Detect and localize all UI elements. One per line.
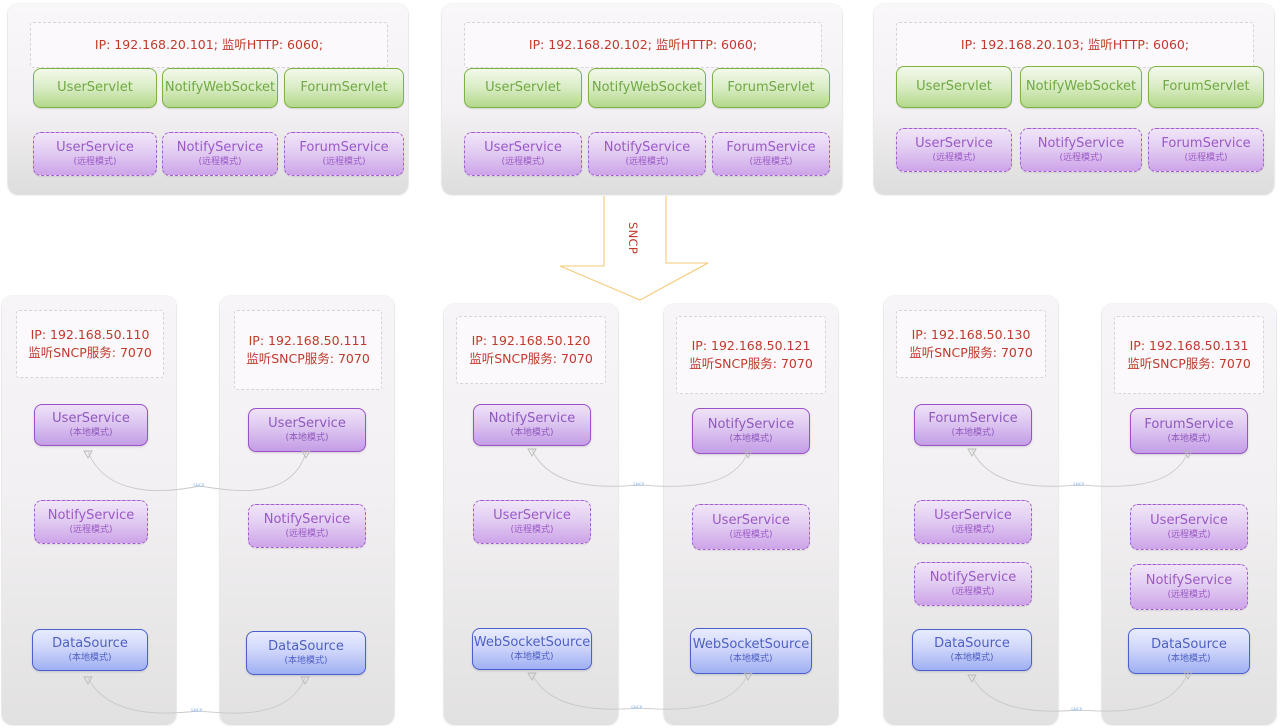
- web-node-3-service-0[interactable]: UserService (远程模式): [896, 128, 1012, 172]
- service-node-121-box-0[interactable]: NotifyService (本地模式): [692, 408, 810, 454]
- service-node-panel-131: IP: 192.168.50.131 监听SNCP服务: 7070 ForumS…: [1102, 304, 1276, 724]
- service-node-130-box-3[interactable]: DataSource (本地模式): [912, 629, 1032, 671]
- service-node-120-box-1[interactable]: UserService (远程模式): [473, 500, 591, 544]
- service-node-panel-111: IP: 192.168.50.111 监听SNCP服务: 7070 UserSe…: [220, 296, 394, 724]
- service-node-131-header: IP: 192.168.50.131 监听SNCP服务: 7070: [1114, 316, 1264, 394]
- link-label-user: SNCP: [193, 483, 205, 488]
- service-node-110-box-0[interactable]: UserService (本地模式): [34, 404, 148, 446]
- service-node-panel-121: IP: 192.168.50.121 监听SNCP服务: 7070 Notify…: [664, 304, 838, 724]
- service-node-120-box-2[interactable]: WebSocketSource (本地模式): [472, 628, 592, 670]
- web-node-1-servlet-0[interactable]: UserServlet: [33, 68, 157, 108]
- service-node-111-header: IP: 192.168.50.111 监听SNCP服务: 7070: [234, 310, 382, 390]
- service-node-131-box-3[interactable]: DataSource (本地模式): [1128, 628, 1250, 674]
- service-node-panel-130: IP: 192.168.50.130 监听SNCP服务: 7070 ForumS…: [884, 296, 1058, 724]
- link-label-ws: SNCP: [631, 705, 643, 710]
- service-node-110-header: IP: 192.168.50.110 监听SNCP服务: 7070: [16, 310, 164, 378]
- web-node-panel-1: IP: 192.168.20.101; 监听HTTP: 6060; UserSe…: [8, 4, 408, 194]
- web-node-1-service-1[interactable]: NotifyService (远程模式): [162, 132, 278, 176]
- web-node-2-service-2[interactable]: ForumService (远程模式): [712, 132, 830, 176]
- web-node-3-service-1[interactable]: NotifyService (远程模式): [1020, 128, 1142, 172]
- sncp-protocol-label: SNCP: [626, 222, 640, 255]
- web-node-panel-2: IP: 192.168.20.102; 监听HTTP: 6060; UserSe…: [442, 4, 842, 194]
- web-node-1-service-2[interactable]: ForumService (远程模式): [284, 132, 404, 176]
- web-node-1-service-0[interactable]: UserService (远程模式): [33, 132, 157, 176]
- web-node-2-servlet-2[interactable]: ForumServlet: [712, 68, 830, 108]
- web-node-3-header: IP: 192.168.20.103; 监听HTTP: 6060;: [896, 22, 1254, 68]
- web-node-2-service-1[interactable]: NotifyService (远程模式): [588, 132, 706, 176]
- web-node-2-header: IP: 192.168.20.102; 监听HTTP: 6060;: [464, 22, 822, 68]
- service-node-131-box-2[interactable]: NotifyService (远程模式): [1130, 564, 1248, 610]
- service-node-121-box-1[interactable]: UserService (远程模式): [692, 504, 810, 550]
- service-node-111-box-0[interactable]: UserService (本地模式): [248, 408, 366, 452]
- link-label-notify: SNCP: [633, 482, 645, 487]
- web-node-1-header: IP: 192.168.20.101; 监听HTTP: 6060;: [30, 22, 388, 68]
- service-node-120-header: IP: 192.168.50.120 监听SNCP服务: 7070: [456, 316, 606, 384]
- web-node-panel-3: IP: 192.168.20.103; 监听HTTP: 6060; UserSe…: [874, 4, 1274, 194]
- service-node-131-box-0[interactable]: ForumService (本地模式): [1130, 408, 1248, 454]
- service-node-120-box-0[interactable]: NotifyService (本地模式): [473, 404, 591, 446]
- web-node-3-servlet-2[interactable]: ForumServlet: [1148, 66, 1264, 108]
- web-node-1-servlet-1[interactable]: NotifyWebSocket: [162, 68, 278, 108]
- service-node-121-box-2[interactable]: WebSocketSource (本地模式): [690, 628, 812, 674]
- web-node-2-service-0[interactable]: UserService (远程模式): [464, 132, 582, 176]
- service-node-110-box-1[interactable]: NotifyService (远程模式): [34, 500, 148, 544]
- web-node-1-servlet-2[interactable]: ForumServlet: [284, 68, 404, 108]
- link-label-ds-1: SNCP: [191, 708, 203, 713]
- service-node-130-box-0[interactable]: ForumService (本地模式): [914, 404, 1032, 446]
- web-node-3-servlet-1[interactable]: NotifyWebSocket: [1020, 66, 1142, 108]
- service-node-131-box-1[interactable]: UserService (远程模式): [1130, 504, 1248, 550]
- web-node-2-servlet-1[interactable]: NotifyWebSocket: [588, 68, 706, 108]
- service-node-130-box-2[interactable]: NotifyService (远程模式): [914, 562, 1032, 606]
- service-node-130-box-1[interactable]: UserService (远程模式): [914, 500, 1032, 544]
- service-node-130-header: IP: 192.168.50.130 监听SNCP服务: 7070: [896, 310, 1046, 378]
- web-node-2-servlet-0[interactable]: UserServlet: [464, 68, 582, 108]
- service-node-110-box-2[interactable]: DataSource (本地模式): [32, 629, 148, 671]
- service-node-111-box-1[interactable]: NotifyService (远程模式): [248, 504, 366, 548]
- web-node-3-servlet-0[interactable]: UserServlet: [896, 66, 1012, 108]
- link-label-forum: SNCP: [1073, 482, 1085, 487]
- service-node-121-header: IP: 192.168.50.121 监听SNCP服务: 7070: [676, 316, 826, 394]
- service-node-panel-110: IP: 192.168.50.110 监听SNCP服务: 7070 UserSe…: [2, 296, 176, 724]
- web-node-3-service-2[interactable]: ForumService (远程模式): [1148, 128, 1264, 172]
- service-node-111-box-2[interactable]: DataSource (本地模式): [246, 631, 366, 675]
- link-label-ds-3: SNCP: [1071, 707, 1083, 712]
- service-node-panel-120: IP: 192.168.50.120 监听SNCP服务: 7070 Notify…: [444, 304, 618, 724]
